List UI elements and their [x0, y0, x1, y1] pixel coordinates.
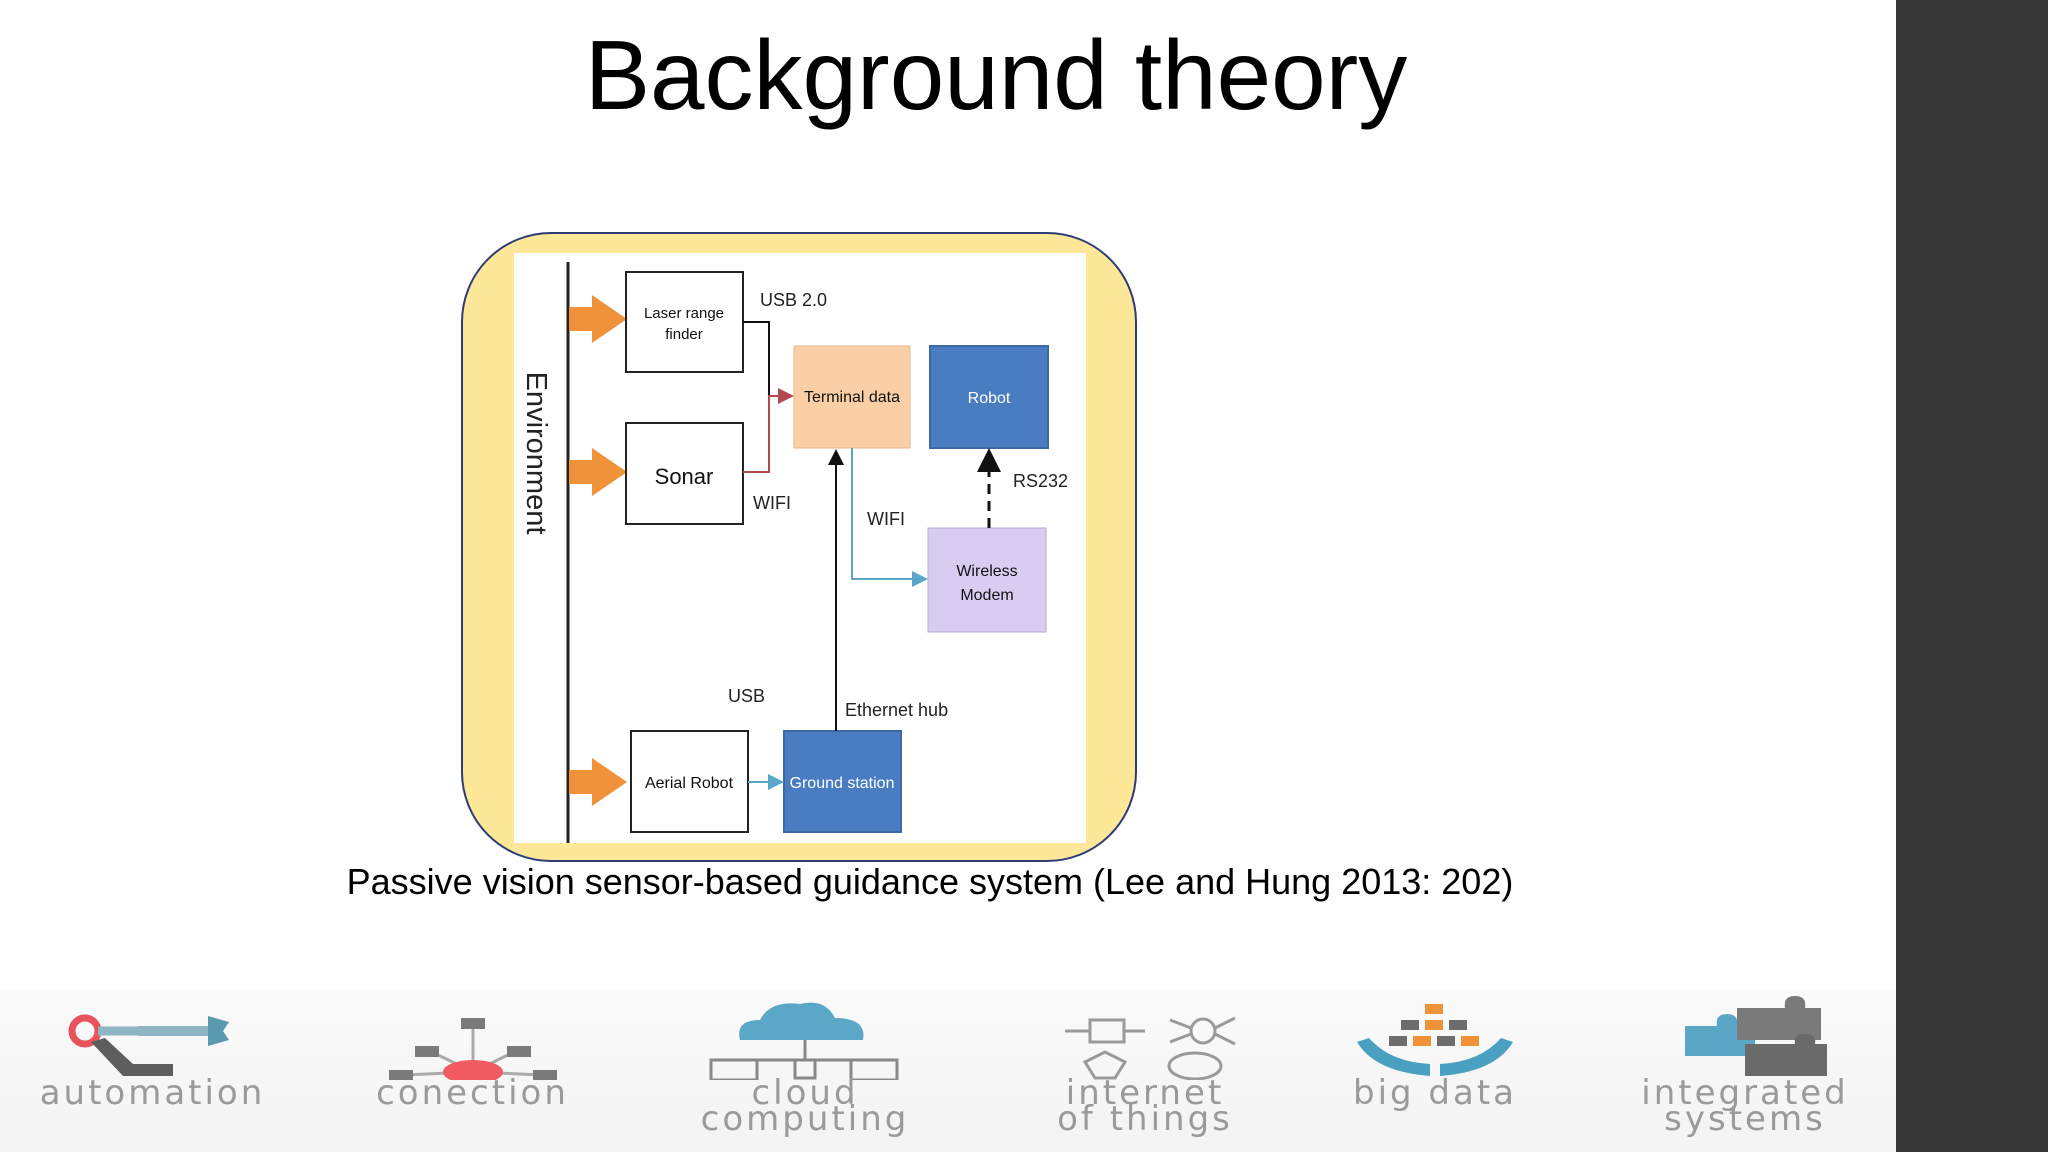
iot-chips-icon	[1065, 1016, 1236, 1080]
laser-range-finder-label-2: finder	[665, 326, 703, 343]
terminal-data-label: Terminal data	[804, 389, 900, 406]
puzzle-pieces-icon	[1685, 996, 1827, 1076]
icon-label-cloud: cloud	[751, 1073, 859, 1113]
icon-item-automation: automation	[0, 990, 305, 1152]
wifi-sonar-label: WIFI	[753, 493, 791, 513]
footer-icon-strip: automation conection	[0, 990, 1896, 1152]
slide-title: Background theory	[584, 20, 1408, 130]
laser-range-finder-label-1: Laser range	[644, 305, 724, 322]
rs232-label: RS232	[1013, 471, 1068, 491]
usb20-label: USB 2.0	[760, 290, 827, 310]
sonar-label: Sonar	[655, 464, 714, 489]
icon-item-cloud-computing: cloud computing	[660, 990, 950, 1152]
cloud-computing-icon	[709, 1002, 899, 1080]
ethernet-hub-label: Ethernet hub	[845, 700, 948, 720]
sonar-input-arrow	[569, 448, 627, 496]
ground-station-box	[783, 730, 902, 833]
slide: Background theory Environment Laser rang…	[0, 21, 1896, 1152]
icon-item-integrated-systems: integrated systems	[1600, 990, 1890, 1152]
aerial-input-arrow	[569, 758, 627, 806]
icon-label-systems: systems	[1664, 1099, 1826, 1139]
right-dark-panel	[1896, 0, 2048, 1152]
sonar-to-terminal-line	[743, 388, 794, 473]
wifi-terminal-label: WIFI	[867, 509, 905, 529]
icon-label-automation: automation	[39, 1073, 266, 1113]
network-nodes-icon	[388, 1018, 557, 1080]
icon-label-integrated: integrated	[1641, 1073, 1849, 1113]
aerial-robot-box	[630, 730, 749, 833]
laser-range-finder-box	[625, 271, 744, 373]
laser-input-arrow	[569, 295, 627, 343]
icon-item-big-data: big data	[1310, 990, 1560, 1152]
icon-label-conection: conection	[376, 1073, 569, 1113]
terminal-to-modem-line	[851, 448, 928, 587]
robot-box	[929, 345, 1049, 449]
icon-item-conection: conection	[330, 990, 615, 1152]
icon-label-internet: internet	[1065, 1073, 1225, 1113]
icon-label-of-things: of things	[1057, 1099, 1233, 1139]
guidance-system-diagram: Environment Laser range finder Sonar Aer…	[520, 262, 1068, 843]
robot-arm-icon	[68, 1014, 229, 1076]
wireless-modem-label-2: Modem	[960, 587, 1013, 604]
wireless-modem-label-1: Wireless	[956, 563, 1017, 580]
icon-label-big-data: big data	[1352, 1073, 1517, 1113]
laser-to-terminal-line	[743, 321, 770, 396]
diagram-caption: Passive vision sensor-based guidance sys…	[346, 861, 1514, 902]
aerial-robot-label: Aerial Robot	[645, 775, 734, 792]
environment-label: Environment	[520, 372, 552, 535]
sonar-box	[625, 422, 744, 525]
ground-station-label: Ground station	[790, 775, 895, 792]
icon-label-computing: computing	[700, 1099, 910, 1139]
big-data-hands-icon	[1357, 1004, 1513, 1076]
diagram-frame: Environment Laser range finder Sonar Aer…	[461, 232, 1137, 862]
wireless-modem-box	[927, 527, 1047, 633]
robot-label: Robot	[968, 390, 1011, 407]
usb-label: USB	[728, 686, 765, 706]
diagram-canvas: Environment Laser range finder Sonar Aer…	[514, 253, 1086, 843]
icon-item-internet-of-things: internet of things	[1000, 990, 1290, 1152]
